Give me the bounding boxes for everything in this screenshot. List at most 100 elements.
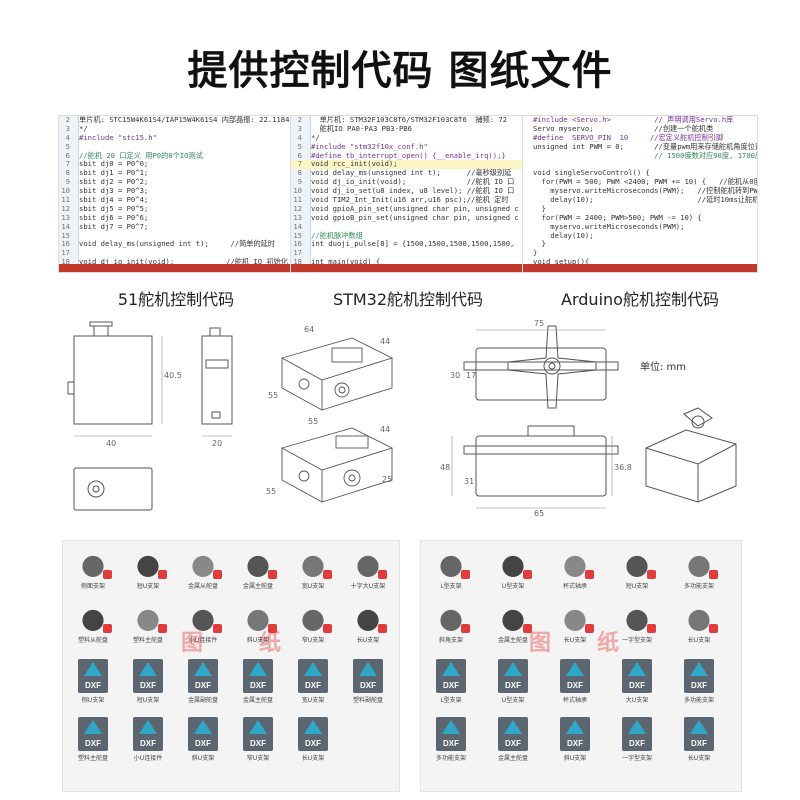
part-item: 金属主舵盘 (236, 551, 280, 590)
code-text: sbit dj4 = P0^4; (79, 195, 149, 205)
dim-top2: 55 (308, 417, 318, 426)
red-badge-icon (378, 570, 387, 579)
dim-width: 40 (106, 439, 116, 448)
dim-h4: 31 (464, 477, 474, 486)
dxf-tag: DXF (505, 681, 521, 690)
bracket-bottom-iso (280, 427, 394, 471)
code-text: void dj_io_set(u8 index, u8 level); //舵机… (311, 186, 515, 196)
line-number: 3 (297, 123, 302, 133)
line-number: 2 (65, 116, 70, 124)
part-thumbnail (682, 551, 718, 579)
dim-side2: 55 (268, 391, 278, 400)
code-text: //舵机脉冲数组 (311, 230, 363, 240)
part-item: 塑料从舵盘 (71, 605, 115, 644)
autocad-logo-icon (628, 720, 646, 734)
dxf-tag: DXF (505, 739, 521, 748)
part-thumbnail (558, 551, 594, 579)
line-number: 5 (297, 141, 302, 151)
dxf-tag: DXF (691, 681, 707, 690)
dxf-tag: DXF (85, 739, 101, 748)
autocad-logo-icon (304, 662, 322, 676)
bracket-top-iso (280, 337, 394, 381)
autocad-logo-icon (690, 662, 708, 676)
code-line: unsigned int PWM = 0; //变量pwm用来存储舵机角度位置,… (523, 142, 757, 152)
dxf-file-icon: DXF (622, 717, 652, 751)
dxf-file-icon: DXF (243, 717, 273, 751)
red-badge-icon (103, 624, 112, 633)
code-text: void dj_io_init(void); //舵机 IO 口 (311, 177, 515, 187)
dxf-file-item[interactable]: DXF 塑料副舵盘 (346, 659, 390, 704)
code-line: // 1500度数对应90度, 1700度数对应270度 (523, 151, 757, 161)
code-text: sbit dj2 = P0^2; (79, 177, 149, 187)
part-thumbnail (186, 551, 222, 579)
line-number: 6 (297, 150, 302, 160)
dxf-file-name: 小U连接件 (133, 755, 163, 762)
red-badge-icon (647, 570, 656, 579)
part-label: 一字型支架 (621, 637, 652, 644)
dxf-file-name: 塑料主舵盘 (77, 755, 108, 762)
dxf-file-icon: DXF (188, 717, 218, 751)
code-text: 舵机IO PA0-PA3 PB3-PB6 (311, 123, 412, 133)
line-number: 4 (297, 132, 302, 142)
dim-h3: 48 (440, 463, 450, 472)
part-item: 斜U支架 (236, 605, 280, 644)
dxf-file-icon: DXF (78, 717, 108, 751)
dxf-file-name: 长U支架 (687, 755, 711, 762)
dxf-file-item[interactable]: DXF 金属主舵盘 (491, 717, 535, 762)
dxf-file-icon: DXF (436, 659, 466, 693)
part-label: 塑料主舵盘 (132, 637, 163, 644)
autocad-logo-icon (442, 720, 460, 734)
dxf-file-name: 窄U支架 (246, 755, 270, 762)
line-number: 10 (293, 186, 302, 196)
dxf-file-item[interactable]: DXF L型支架 (429, 659, 473, 704)
code-line: 17 (59, 248, 293, 258)
dxf-file-name: 杯式轴承 (562, 697, 587, 704)
part-thumbnail (496, 551, 532, 579)
dim-h2: 17 (466, 371, 476, 380)
autocad-logo-icon (194, 662, 212, 676)
watermark-char: 纸 (597, 631, 620, 656)
part-label: 金属从舵盘 (187, 583, 218, 590)
code-text: void TIM2_Int_Init(u16 arr,u16 psc);//舵机… (311, 195, 509, 205)
dxf-tag: DXF (85, 681, 101, 690)
part-item: 窄U支架 (291, 605, 335, 644)
dxf-file-item[interactable]: DXF 窄U支架 (236, 717, 280, 762)
red-badge-icon (103, 570, 112, 579)
red-badge-icon (461, 570, 470, 579)
part-thumbnail (76, 551, 112, 579)
dxf-file-name: L型支架 (440, 697, 462, 704)
dxf-file-name: 金属主舵盘 (497, 755, 528, 762)
dxf-file-name: 金属副舵盘 (187, 697, 218, 704)
dxf-tag: DXF (629, 739, 645, 748)
dxf-file-icon: DXF (353, 659, 383, 693)
code-text: myservo.writeMicroseconds(PWM); (533, 221, 685, 231)
part-label: 短U支架 (625, 583, 649, 590)
line-gutter (291, 116, 311, 264)
dxf-file-icon: DXF (243, 659, 273, 693)
dxf-file-item[interactable]: DXF 塑料主舵盘 (71, 717, 115, 762)
autocad-logo-icon (442, 662, 460, 676)
dxf-file-name: 塑料副舵盘 (352, 697, 383, 704)
caption-arduino: Arduino舵机控制代码 (561, 290, 719, 309)
